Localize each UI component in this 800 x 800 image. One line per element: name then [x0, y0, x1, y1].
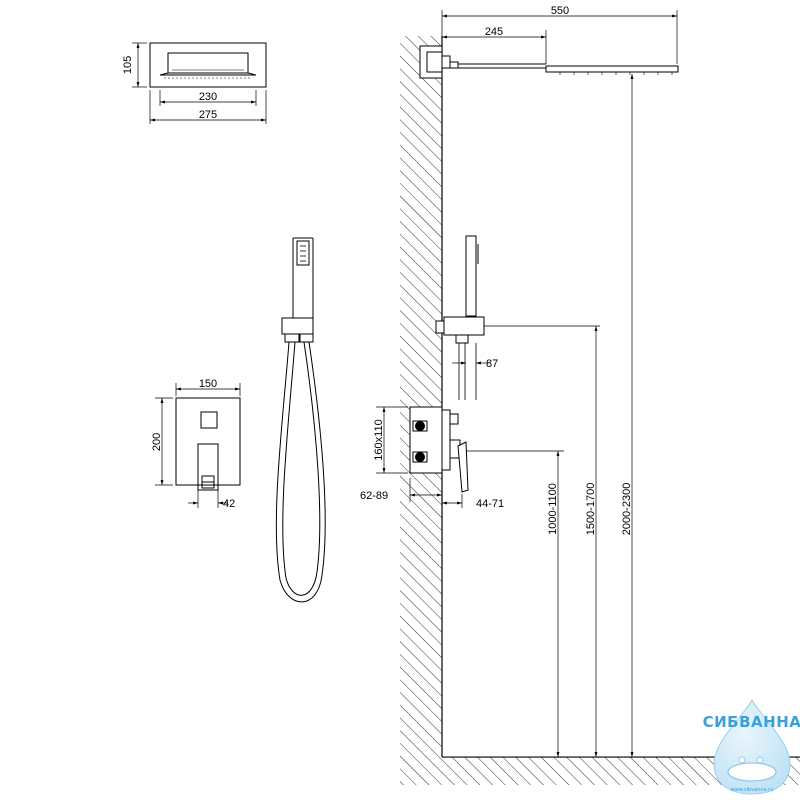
holder-side: [435, 235, 485, 400]
mixer-panel-front: [175, 397, 241, 491]
dim-holder-offset-label: 87: [486, 358, 498, 370]
dim-head-inner-width: [159, 90, 257, 106]
overhead-shower-side: [419, 45, 679, 79]
brand-url: www.sibvanna.ru: [731, 787, 774, 793]
dim-head-outer-width-label: 275: [199, 109, 217, 121]
dim-box-size: [376, 406, 408, 474]
dim-install-depth-label: 62-89: [360, 490, 388, 502]
brand-name: СИБВАННА: [703, 713, 800, 731]
dim-top-lengths: [441, 10, 678, 64]
dim-head-outer-width: [149, 90, 267, 124]
mixer-box-side: [409, 406, 469, 493]
dim-heights: [466, 74, 634, 757]
dim-lever-offset: [188, 490, 228, 508]
dim-panel-height-label: 200: [151, 433, 163, 451]
wall-section: [400, 36, 800, 785]
brand-logo: СИБВАННА www.sibvanna.ru: [703, 699, 800, 795]
dim-panel-height: [155, 397, 173, 486]
dim-head-depth-label: 105: [122, 56, 134, 74]
dim-mixer-height-label: 1000-1100: [547, 483, 559, 535]
dim-holder-height-label: 1500-1700: [585, 483, 597, 536]
dim-overall-length-label: 550: [551, 5, 569, 17]
dim-head-inner-width-label: 230: [199, 91, 217, 103]
dim-panel-width-label: 150: [199, 378, 217, 390]
dim-arm-length-label: 245: [485, 26, 503, 38]
showerhead-top-view: [149, 42, 267, 88]
dim-panel-width: [175, 383, 241, 396]
hand-shower-assembly: [275, 237, 326, 603]
dim-lever-offset-label: 42: [223, 498, 235, 510]
dim-head-depth: [132, 42, 147, 88]
dim-head-height-label: 2000-2300: [621, 483, 633, 536]
dim-install-depths: [409, 478, 463, 508]
dim-lever-depth-label: 44-71: [476, 498, 504, 510]
dim-box-size-label: 160x110: [373, 419, 385, 460]
